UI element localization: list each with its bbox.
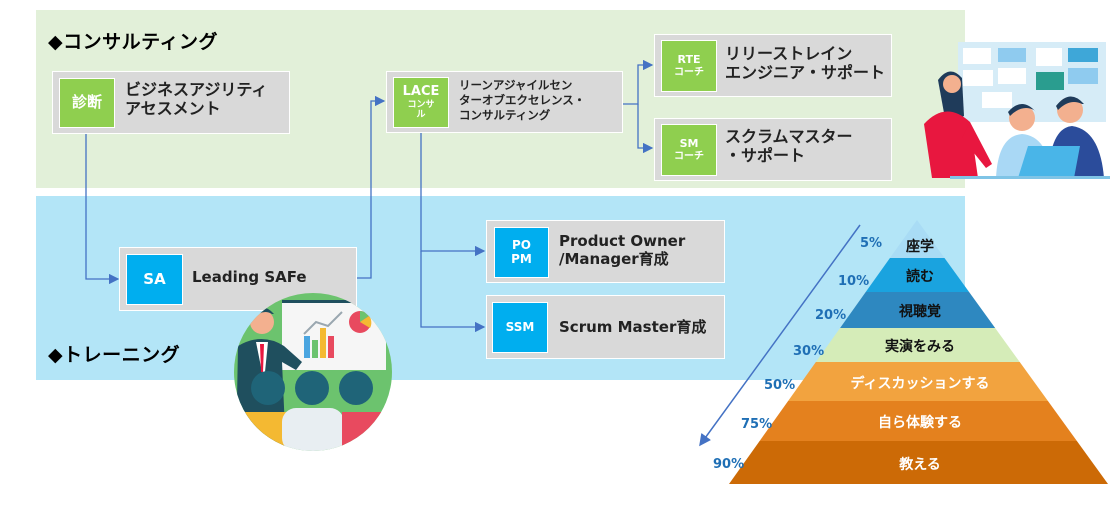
retention-percent: 20% <box>815 308 847 323</box>
retention-percent: 10% <box>838 274 870 289</box>
tag-line2: コンサ ル <box>407 99 435 120</box>
tag-po-pm: PO PM <box>494 227 549 278</box>
pyramid-layer-label: 教える <box>899 456 941 473</box>
connector-lace-to-rte <box>622 59 654 105</box>
pyramid-layer <box>788 362 1048 401</box>
tag-ssm: SSM <box>492 302 548 353</box>
team-meeting-illustration <box>924 42 1110 179</box>
connector-sa-to-lace <box>357 95 386 279</box>
tag-line2: コーチ <box>674 150 704 162</box>
presentation-illustration <box>234 293 392 451</box>
tag-rte: RTE コーチ <box>661 40 717 92</box>
tag-line2: コーチ <box>674 66 704 78</box>
pyramid-layer <box>865 258 970 292</box>
card-label: ビジネスアジリティ アセスメント <box>125 80 268 119</box>
connector-lace-to-sm <box>637 104 654 154</box>
connector-lace-to-ssm <box>420 251 486 333</box>
tag-line1: SM <box>679 136 699 150</box>
retention-percent: 75% <box>741 417 773 432</box>
card-label: リーンアジャイルセン ターオブエクセレンス・ コンサルティング <box>459 78 586 122</box>
tag-sa: SA <box>126 254 183 305</box>
card-label: Product Owner /Manager育成 <box>559 232 686 268</box>
pyramid-layer <box>759 401 1077 441</box>
tag-diagnosis: 診断 <box>59 78 115 128</box>
tag-line1: LACE <box>402 83 440 99</box>
pyramid-layer <box>729 441 1108 484</box>
card-ssm[interactable]: SSM Scrum Master育成 <box>486 295 725 359</box>
card-rte-coach[interactable]: RTE コーチ リリーストレイン エンジニア・サポート <box>654 34 892 97</box>
pyramid-layer <box>889 220 945 258</box>
card-label: Leading SAFe <box>192 268 307 286</box>
pyramid-layer-label: 実演をみる <box>885 339 955 355</box>
pyramid-layer <box>815 328 1020 362</box>
pyramid-layer-label: 視聴覚 <box>899 304 941 320</box>
tag-sm: SM コーチ <box>661 124 717 176</box>
card-po-pm[interactable]: PO PM Product Owner /Manager育成 <box>486 220 725 283</box>
card-leading-safe[interactable]: SA Leading SAFe <box>119 247 357 311</box>
consulting-title: ◆コンサルティング <box>48 31 218 53</box>
tag-line1: RTE <box>677 52 701 66</box>
tag-line1: PO <box>512 237 531 252</box>
pyramid-layer-label: 座学 <box>906 239 934 255</box>
pyramid-layer-label: ディスカッションする <box>850 375 990 392</box>
training-title: ◆トレーニング <box>48 344 181 366</box>
retention-percent: 50% <box>764 378 796 393</box>
card-label: スクラムマスター ・サポート <box>725 127 853 166</box>
retention-arrow <box>699 224 861 447</box>
pyramid-layer-label: 自ら体験する <box>878 415 962 431</box>
card-label: Scrum Master育成 <box>559 318 707 336</box>
tag-lace: LACE コンサ ル <box>393 77 449 128</box>
connector-diagnosis-to-sa <box>85 133 120 285</box>
retention-percent: 30% <box>793 344 825 359</box>
card-business-agility-assessment[interactable]: 診断 ビジネスアジリティ アセスメント <box>52 71 290 134</box>
retention-percent: 90% <box>713 457 745 472</box>
retention-percent: 5% <box>860 236 883 251</box>
card-label: リリーストレイン エンジニア・サポート <box>725 44 886 83</box>
pyramid-layer-label: 読む <box>906 269 934 285</box>
card-lace-consulting[interactable]: LACE コンサ ル リーンアジャイルセン ターオブエクセレンス・ コンサルティ… <box>386 71 623 133</box>
tag-line2: PM <box>511 251 532 266</box>
card-sm-coach[interactable]: SM コーチ スクラムマスター ・サポート <box>654 118 892 181</box>
pyramid-layer <box>840 292 996 328</box>
